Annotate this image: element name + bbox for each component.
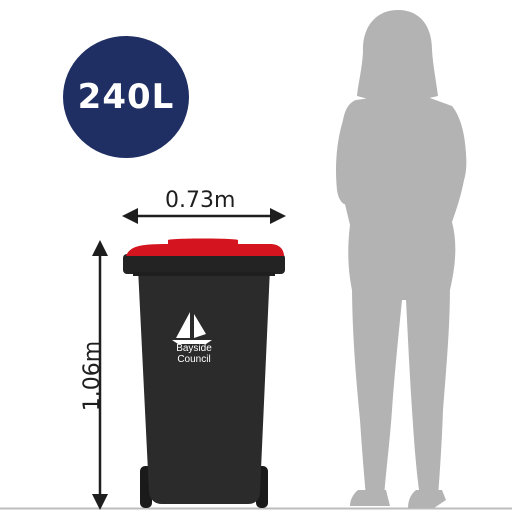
capacity-badge: 240L xyxy=(63,36,189,158)
person-silhouette xyxy=(336,10,466,508)
bin-rim xyxy=(123,254,285,274)
bin-brand: Bayside Council xyxy=(172,343,216,365)
capacity-label: 240L xyxy=(78,77,175,117)
brand-line-1: Bayside xyxy=(172,343,216,354)
height-label: 1.06m xyxy=(80,336,108,416)
bin-lid xyxy=(126,239,284,257)
width-label: 0.73m xyxy=(165,188,235,213)
brand-line-2: Council xyxy=(172,354,216,365)
wheelie-bin xyxy=(123,239,285,509)
bin-body xyxy=(138,268,270,504)
